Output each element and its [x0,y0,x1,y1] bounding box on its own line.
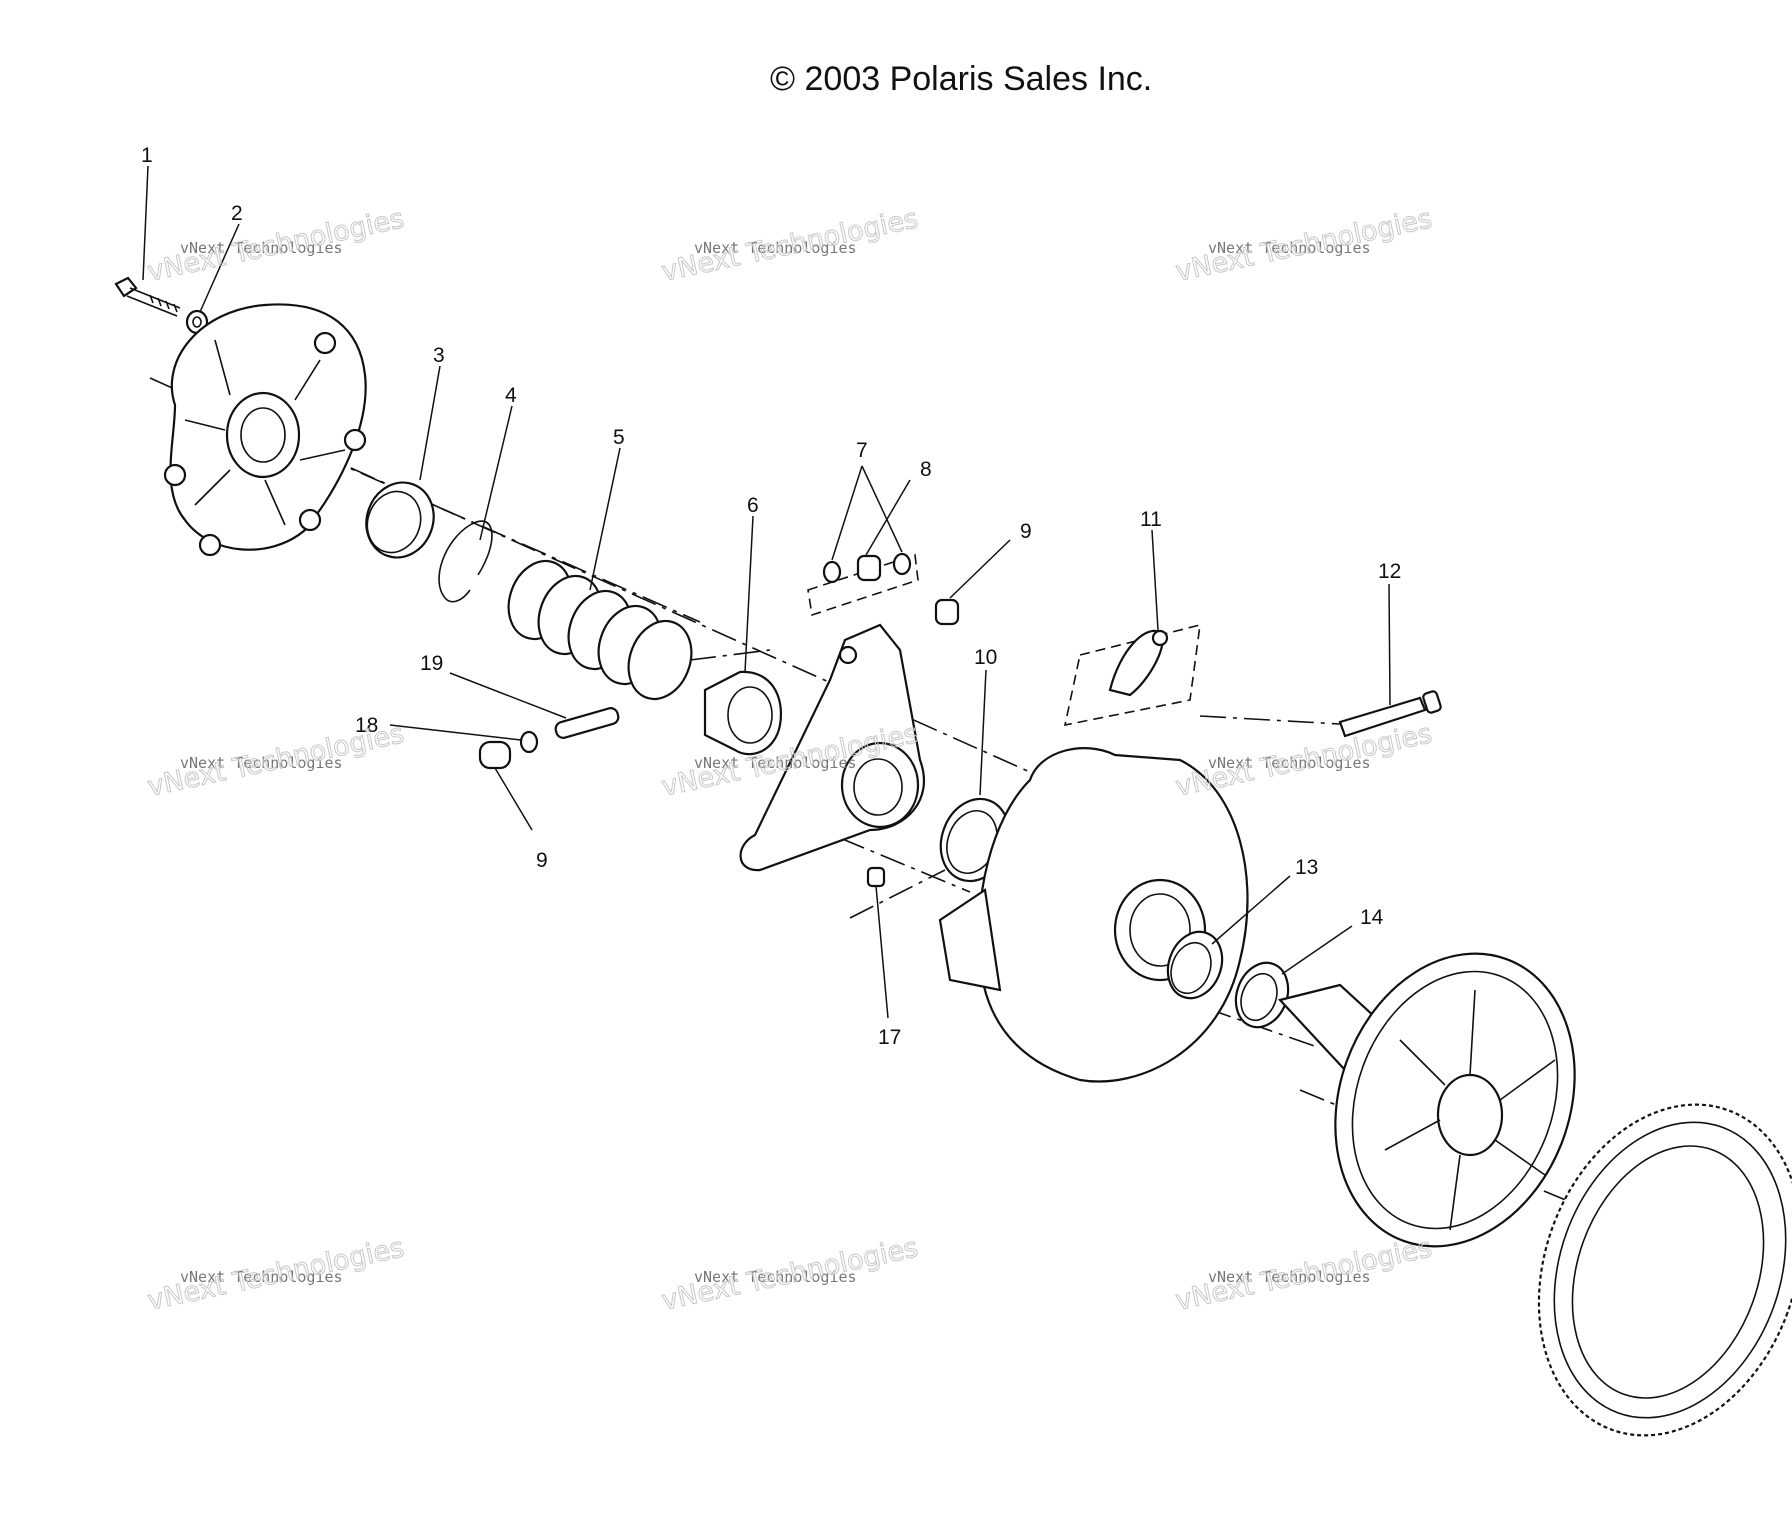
svg-text:vNext Technologies: vNext Technologies [180,754,343,772]
part-spider-arm [739,623,926,872]
part-9-roller-upper [934,598,960,626]
callout-4: 4 [505,384,517,407]
part-14-washer [1234,961,1290,1029]
callout-12: 12 [1378,560,1401,583]
watermark: vNext Technologies vNext Technologies [659,1232,922,1318]
part-moveable-sheave [938,747,1249,1083]
callout-2: 2 [231,202,243,225]
watermark: vNext Technologies vNext Technologies [145,718,408,804]
watermark: vNext Technologies vNext Technologies [145,203,408,289]
svg-text:vNext Technologies: vNext Technologies [180,239,343,257]
part-fixed-sheave [1277,952,1576,1248]
part-5-spring [507,559,693,701]
svg-text:vNext Technologies: vNext Technologies [694,754,857,772]
svg-text:vNext Technologies: vNext Technologies [1208,754,1371,772]
callout-19: 19 [420,652,443,675]
callout-6: 6 [747,494,759,517]
callout-9-lower: 9 [536,849,548,872]
leader-lines [142,165,1391,1019]
callout-7: 7 [856,439,868,462]
watermark: vNext Technologies vNext Technologies [1173,1232,1436,1318]
callout-17: 17 [878,1026,901,1049]
callout-labels: 1 2 3 4 5 6 7 8 9 10 11 12 13 14 17 18 1… [141,144,1401,1049]
callout-3: 3 [433,344,445,367]
callout-9: 9 [1020,520,1032,543]
copyright-notice: © 2003 Polaris Sales Inc. [770,60,1152,98]
watermark: vNext Technologies vNext Technologies [659,203,922,289]
callout-14: 14 [1360,906,1384,929]
svg-text:vNext Technologies: vNext Technologies [1208,239,1371,257]
part-7-8-spacer-set [807,552,919,617]
svg-text:vNext Technologies: vNext Technologies [180,1268,343,1286]
part-3-bushing [365,481,435,559]
callout-13: 13 [1295,856,1318,879]
part-end-cap-housing [163,303,367,557]
svg-text:vNext Technologies: vNext Technologies [1208,1268,1371,1286]
part-13-bushing [1166,930,1224,1000]
part-17-nut [866,866,886,888]
callout-8: 8 [920,458,932,481]
part-4-snap-ring [438,520,493,603]
part-12-pin [1338,690,1442,738]
callout-5: 5 [613,426,625,449]
svg-text:vNext Technologies: vNext Technologies [694,239,857,257]
callout-11: 11 [1140,508,1162,531]
watermark: vNext Technologies vNext Technologies [1173,203,1436,289]
callout-18: 18 [355,714,378,737]
part-1-bolt [114,276,181,317]
part-18-19-9-pins [478,707,620,770]
callout-1: 1 [141,144,153,167]
svg-text:vNext Technologies: vNext Technologies [694,1268,857,1286]
watermark: vNext Technologies vNext Technologies [145,1232,408,1318]
part-ring-gear [1537,1103,1792,1437]
part-11-weight [1063,623,1201,727]
watermark: vNext Technologies vNext Technologies [1173,718,1436,804]
part-6-sleeve [703,670,783,756]
callout-10: 10 [974,646,997,669]
